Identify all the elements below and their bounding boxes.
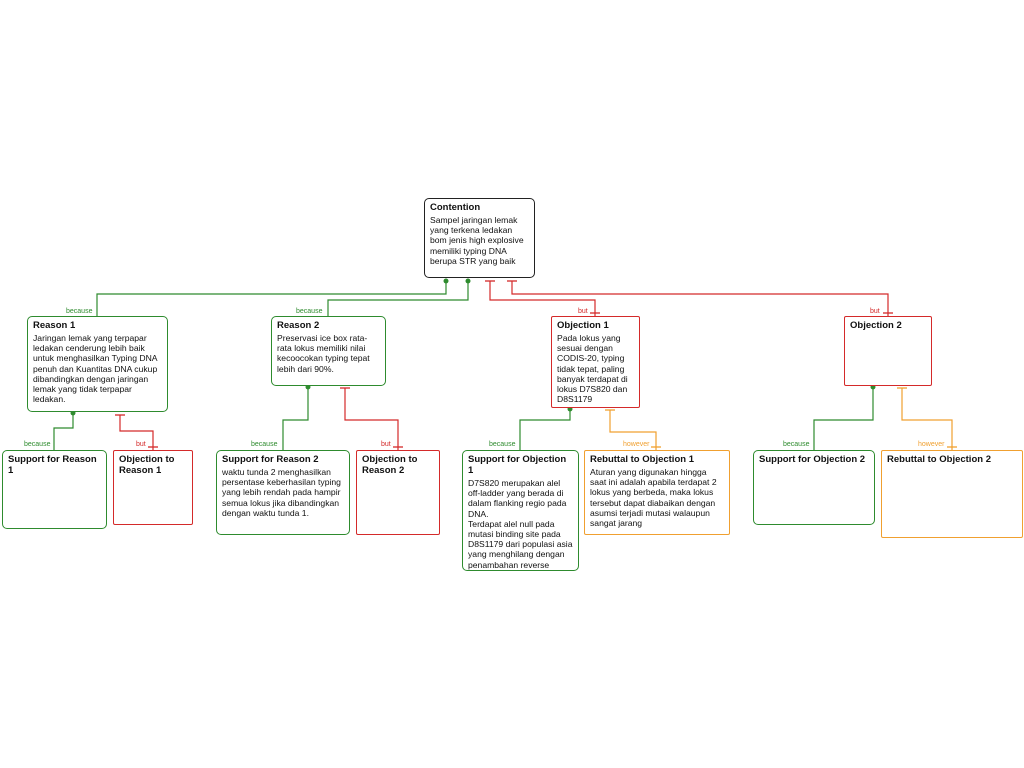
link-objection1-rebuttal — [609, 410, 657, 450]
link-contention-reason1 — [96, 279, 447, 316]
reason1-text: Jaringan lemak yang terpapar ledakan cen… — [33, 333, 158, 405]
edge-label-because: because — [489, 441, 516, 448]
link-reason2-support — [282, 386, 309, 450]
objection2-box[interactable]: Objection 2 — [844, 316, 932, 386]
edge-label-but: but — [381, 441, 391, 448]
link-objection2-rebuttal — [901, 388, 953, 450]
rebuttal-objection2-box[interactable]: Rebuttal to Objection 2 — [881, 450, 1023, 538]
objection-reason2-title: Objection to Reason 2 — [362, 454, 418, 476]
reason2-text: Preservasi ice box rata-rata lokus memil… — [277, 333, 370, 374]
edge-label-however: however — [623, 441, 650, 448]
support-reason1-title: Support for Reason 1 — [8, 454, 97, 476]
edge-label-but: but — [136, 441, 146, 448]
reason1-title: Reason 1 — [33, 320, 76, 331]
edge-label-because: because — [251, 441, 278, 448]
edge-label-but: but — [578, 308, 588, 315]
link-reason1-objection — [119, 415, 154, 450]
support-objection2-box[interactable]: Support for Objection 2 — [753, 450, 875, 525]
link-contention-reason2 — [327, 279, 469, 316]
objection2-title: Objection 2 — [850, 320, 902, 331]
reason1-box[interactable]: Reason 1 Jaringan lemak yang terpapar le… — [27, 316, 168, 412]
link-reason1-support — [53, 413, 74, 450]
edge-label-because: because — [296, 308, 323, 315]
edge-label-because: because — [66, 308, 93, 315]
support-reason2-title: Support for Reason 2 — [222, 454, 319, 465]
objection-reason1-box[interactable]: Objection to Reason 1 — [113, 450, 193, 525]
objection-reason2-box[interactable]: Objection to Reason 2 — [356, 450, 440, 535]
objection-reason1-title: Objection to Reason 1 — [119, 454, 175, 476]
edge-label-but: but — [870, 308, 880, 315]
objection1-text: Pada lokus yang sesuai dengan CODIS-20, … — [557, 333, 628, 405]
support-reason2-text: waktu tunda 2 menghasilkan persentase ke… — [222, 467, 341, 518]
link-reason2-objection — [344, 388, 399, 450]
contention-box[interactable]: Contention Sampel jaringan lemak yang te… — [424, 198, 535, 278]
objection1-box[interactable]: Objection 1 Pada lokus yang sesuai denga… — [551, 316, 640, 408]
edge-label-because: because — [783, 441, 810, 448]
contention-title: Contention — [430, 202, 481, 213]
reason2-title: Reason 2 — [277, 320, 320, 331]
link-objection2-support — [813, 386, 874, 450]
support-reason1-box[interactable]: Support for Reason 1 — [2, 450, 107, 529]
link-objection1-support — [519, 408, 571, 450]
support-objection1-box[interactable]: Support for Objection 1 D7S820 merupakan… — [462, 450, 579, 571]
link-contention-objection2 — [511, 281, 889, 316]
reason2-box[interactable]: Reason 2 Preservasi ice box rata-rata lo… — [271, 316, 386, 386]
rebuttal-objection1-box[interactable]: Rebuttal to Objection 1 Aturan yang digu… — [584, 450, 730, 535]
contention-text: Sampel jaringan lemak yang terkena ledak… — [430, 215, 524, 266]
rebuttal-objection1-text: Aturan yang digunakan hingga saat ini ad… — [590, 467, 717, 529]
rebuttal-objection1-title: Rebuttal to Objection 1 — [590, 454, 694, 465]
link-contention-objection1 — [489, 281, 596, 316]
support-objection1-text: D7S820 merupakan alel off-ladder yang be… — [468, 478, 573, 570]
edge-label-because: because — [24, 441, 51, 448]
support-objection1-title: Support for Objection 1 — [468, 454, 567, 476]
support-objection2-title: Support for Objection 2 — [759, 454, 866, 465]
support-reason2-box[interactable]: Support for Reason 2 waktu tunda 2 mengh… — [216, 450, 350, 535]
rebuttal-objection2-title: Rebuttal to Objection 2 — [887, 454, 991, 465]
objection1-title: Objection 1 — [557, 320, 609, 331]
edge-label-however: however — [918, 441, 945, 448]
